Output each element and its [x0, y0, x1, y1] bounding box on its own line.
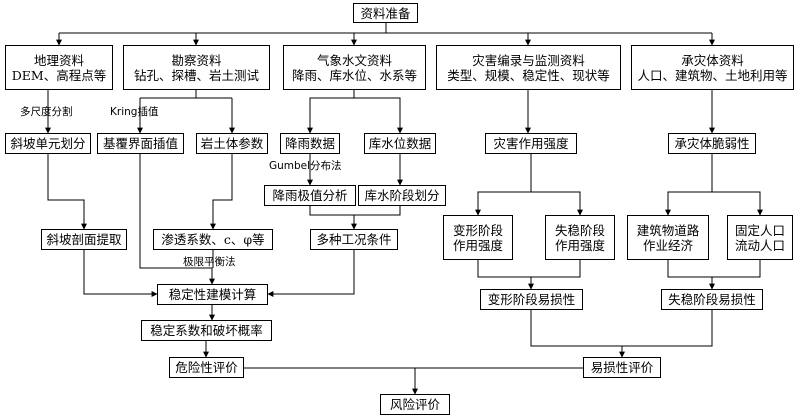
- label-limit-equilibrium: 极限平衡法: [183, 256, 236, 268]
- node-hazard-assessment: 危险性评价: [169, 357, 244, 378]
- node-exposure-data: 承灾体资料 人口、建筑物、土地利用等: [631, 45, 794, 90]
- node-working-conditions: 多种工况条件: [310, 229, 398, 250]
- node-hydrometeorology-data: 气象水文资料 降雨、库水位、水系等: [283, 45, 426, 90]
- edge-vul-people: [712, 191, 763, 216]
- label-kriging-interpolation: Kring插值: [110, 106, 159, 118]
- node-disaster-monitoring-data: 灾害编录与监测资料 类型、规模、稳定性、现状等: [436, 45, 621, 90]
- edge-survey-split: [140, 90, 197, 99]
- node-deformation-stage-vulnerability: 变形阶段易损性: [480, 289, 583, 310]
- edge-people-join: [667, 260, 761, 278]
- node-rock-soil-parameters: 岩土体参数: [196, 133, 268, 154]
- node-failure-stage-intensity: 失稳阶段 作用强度: [545, 215, 615, 260]
- node-slope-profile-extraction: 斜坡剖面提取: [41, 229, 127, 250]
- node-exposure-vulnerability: 承灾体脆弱性: [668, 133, 756, 154]
- node-bedrock-interface-interpolation: 基覆界面插值: [97, 133, 184, 154]
- node-vulnerability-assessment: 易损性评价: [583, 357, 661, 378]
- node-rainfall-data: 降雨数据: [280, 133, 340, 154]
- node-reservoir-stage-division: 库水阶段划分: [358, 185, 446, 206]
- node-slope-unit-division: 斜坡单元划分: [5, 133, 91, 154]
- node-survey-data: 勘察资料 钻孔、探槽、岩土测试: [123, 45, 270, 90]
- label-multiscale-segmentation: 多尺度分割: [20, 106, 73, 118]
- edge-conditions-to-model: [267, 250, 355, 297]
- edge-slope-to-profile: [47, 154, 87, 230]
- node-stability-coefficient-probability: 稳定系数和破坏概率: [141, 320, 272, 341]
- node-fixed-floating-population: 固定人口 流动人口: [727, 215, 793, 260]
- edge-profile-to-model: [83, 250, 158, 297]
- edge-vul-join: [530, 310, 713, 347]
- edge-vul-split: [665, 154, 713, 216]
- edge-intensity-fail: [531, 191, 583, 216]
- node-stability-modeling: 稳定性建模计算: [157, 284, 268, 305]
- node-risk-assessment: 风险评价: [380, 394, 450, 415]
- node-geographic-data: 地理资料 DEM、高程点等: [5, 45, 113, 90]
- node-hazard-intensity: 灾害作用强度: [485, 133, 577, 154]
- node-reservoir-level-data: 库水位数据: [364, 133, 436, 154]
- node-failure-stage-vulnerability: 失稳阶段易损性: [661, 289, 763, 310]
- edge-rain-reservoir-join: [309, 206, 401, 216]
- node-permeability-parameters: 渗透系数、c、φ等: [153, 229, 273, 250]
- node-data-preparation: 资料准备: [353, 3, 418, 23]
- edge-intensity-split: [475, 154, 532, 216]
- edge-bedrock-to-model: [139, 154, 215, 285]
- node-deformation-stage-intensity: 变形阶段 作用强度: [443, 215, 513, 260]
- node-rainfall-extreme-analysis: 降雨极值分析: [264, 185, 356, 206]
- edge-hazard-to-risk: [244, 367, 418, 395]
- node-buildings-roads-economy: 建筑物道路 作业经济: [627, 215, 709, 260]
- edge-hydro-split: [307, 90, 355, 134]
- edge-hydro-reservoir: [354, 97, 403, 134]
- label-gumbel-distribution: Gumbel分布法: [269, 160, 342, 172]
- edge-deform-join: [477, 260, 581, 278]
- edge-soil-to-seepage: [210, 154, 233, 230]
